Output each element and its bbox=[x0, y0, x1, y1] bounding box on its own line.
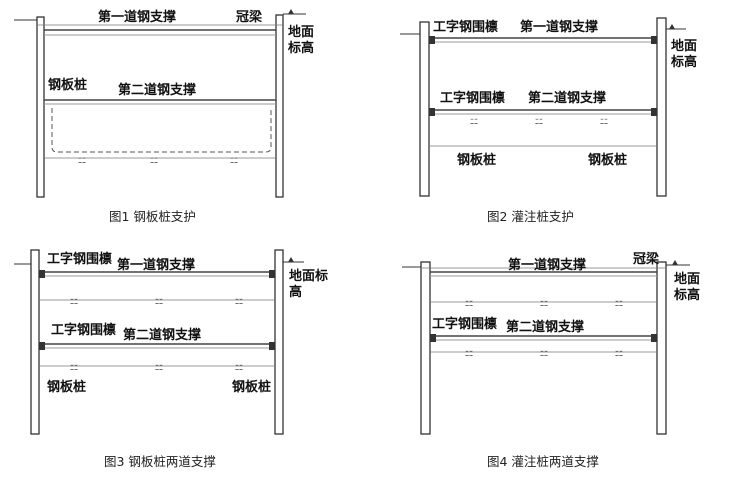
left-pile bbox=[30, 249, 40, 435]
hatch-mark: ﾆﾆ bbox=[465, 299, 473, 308]
label-second-strut: 第二道钢支撑 bbox=[123, 327, 201, 343]
label-pile-right: 钢板桩 bbox=[588, 152, 627, 168]
waler-block-left bbox=[39, 342, 45, 350]
label-second-strut: 第二道钢支撑 bbox=[118, 82, 196, 98]
hatch-mark: ﾆﾆ bbox=[235, 363, 243, 372]
hatch-mark: ﾆﾆ bbox=[150, 156, 158, 165]
label-waler-1: 工字钢围檩 bbox=[433, 19, 498, 35]
label-pile-left: 钢板桩 bbox=[457, 152, 496, 168]
label-waler-2: 工字钢围檩 bbox=[440, 90, 505, 106]
hatch-mark: ﾆﾆ bbox=[465, 349, 473, 358]
excavation-outline bbox=[51, 108, 272, 153]
hatch-mark: ﾆﾆ bbox=[540, 299, 548, 308]
label-first-strut: 第一道钢支撑 bbox=[508, 257, 586, 273]
waler-block-left bbox=[39, 270, 45, 278]
right-pile bbox=[656, 261, 667, 435]
label-pile: 钢板桩 bbox=[48, 77, 87, 93]
waler-block-right bbox=[651, 108, 657, 116]
hatch-mark: ﾆﾆ bbox=[600, 117, 608, 126]
right-pile bbox=[274, 249, 284, 435]
hatch-mark: ﾆﾆ bbox=[615, 349, 623, 358]
figure-2: ﾆﾆ ﾆﾆ ﾆﾆ 工字钢围檩 第一道钢支撑 地面 标高 工字钢围檩 第二道钢支撑… bbox=[400, 17, 702, 224]
label-waler-2: 工字钢围檩 bbox=[51, 322, 116, 338]
waler-block-right bbox=[651, 334, 657, 342]
elevation-marker-icon bbox=[672, 260, 678, 265]
label-first-strut: 第一道钢支撑 bbox=[520, 19, 598, 35]
waler-block-right bbox=[651, 36, 657, 44]
label-cap-beam: 冠梁 bbox=[633, 251, 660, 267]
left-pile bbox=[420, 261, 431, 435]
label-first-strut: 第一道钢支撑 bbox=[117, 257, 195, 273]
caption-figure-4: 图4 灌注桩两道支撑 bbox=[487, 454, 599, 469]
hatch-mark: ﾆﾆ bbox=[535, 117, 543, 126]
figure-1: ﾆﾆ ﾆﾆ ﾆﾆ 第一道钢支撑 冠梁 地面 标高 钢板桩 第二道钢支撑 图1 钢… bbox=[14, 9, 319, 224]
right-pile bbox=[656, 17, 667, 197]
waler-block-left bbox=[429, 36, 435, 44]
hatch-mark: ﾆﾆ bbox=[470, 117, 478, 126]
hatch-mark: ﾆﾆ bbox=[540, 349, 548, 358]
hatch-mark: ﾆﾆ bbox=[155, 363, 163, 372]
label-pile-right: 钢板桩 bbox=[232, 379, 271, 395]
label-cap-beam: 冠梁 bbox=[236, 9, 263, 25]
hatch-mark: ﾆﾆ bbox=[235, 297, 243, 306]
figure-3: ﾆﾆ ﾆﾆ ﾆﾆ ﾆﾆ ﾆﾆ ﾆﾆ 工字钢围檩 第一道钢支撑 地面标 高 工字钢… bbox=[14, 249, 333, 469]
left-pile bbox=[36, 16, 45, 198]
right-pile bbox=[275, 14, 284, 198]
left-pile bbox=[419, 21, 430, 197]
hatch-mark: ﾆﾆ bbox=[70, 297, 78, 306]
elevation-marker-icon bbox=[288, 9, 294, 14]
label-pile-left: 钢板桩 bbox=[47, 379, 86, 395]
hatch-mark: ﾆﾆ bbox=[70, 363, 78, 372]
elevation-marker-icon bbox=[288, 257, 294, 262]
label-ground-elevation: 地面 标高 bbox=[670, 38, 702, 70]
label-ground-elevation: 地面 标高 bbox=[673, 271, 705, 303]
hatch-mark: ﾆﾆ bbox=[615, 299, 623, 308]
waler-block-right bbox=[269, 270, 275, 278]
waler-block-right bbox=[269, 342, 275, 350]
label-ground-elevation: 地面 标高 bbox=[287, 24, 319, 56]
caption-figure-2: 图2 灌注桩支护 bbox=[487, 209, 574, 224]
waler-block-left bbox=[430, 334, 436, 342]
label-waler-1: 工字钢围檩 bbox=[47, 251, 112, 267]
label-ground-elevation: 地面标 高 bbox=[289, 268, 333, 300]
waler-block-left bbox=[429, 108, 435, 116]
hatch-mark: ﾆﾆ bbox=[155, 297, 163, 306]
label-second-strut: 第二道钢支撑 bbox=[528, 90, 606, 106]
hatch-mark: ﾆﾆ bbox=[230, 156, 238, 165]
hatch-mark: ﾆﾆ bbox=[78, 156, 86, 165]
label-first-strut: 第一道钢支撑 bbox=[98, 9, 176, 25]
caption-figure-1: 图1 钢板桩支护 bbox=[109, 209, 196, 224]
caption-figure-3: 图3 钢板桩两道支撑 bbox=[104, 454, 216, 469]
elevation-marker-icon bbox=[669, 24, 675, 29]
label-second-strut: 第二道钢支撑 bbox=[506, 319, 584, 335]
figure-4: ﾆﾆ ﾆﾆ ﾆﾆ ﾆﾆ ﾆﾆ ﾆﾆ 第一道钢支撑 冠梁 地面 标高 工字钢围檩 … bbox=[402, 251, 705, 469]
label-waler-2: 工字钢围檩 bbox=[432, 316, 497, 332]
